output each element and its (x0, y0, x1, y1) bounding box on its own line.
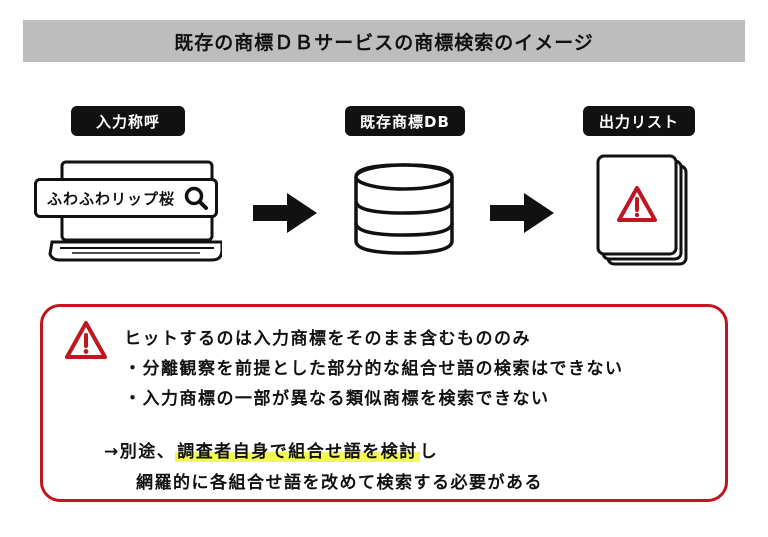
step-label-output: 出力リスト (583, 106, 695, 136)
documents-warning-icon (596, 154, 688, 266)
arrow-right-icon (253, 193, 317, 233)
notice-bullet-2: ・入力商標の一部が異なる類似商標を検索できない (124, 389, 550, 409)
step-label-input: 入力称呼 (71, 106, 185, 136)
search-input-text: ふわふわリップ桜 (47, 189, 176, 208)
conclusion-prefix: →別途、 (104, 442, 176, 462)
notice-conclusion-line-2: 網羅的に各組合せ語を改めて検索する必要がある (136, 473, 543, 493)
conclusion-highlight: 調査者自身で組合せ語を検討 (175, 442, 420, 462)
arrow-right-icon (490, 193, 554, 233)
database-icon (354, 163, 454, 255)
step-label-database: 既存商標DB (345, 106, 465, 136)
warning-icon (65, 321, 107, 359)
search-input: ふわふわリップ桜 (34, 178, 218, 218)
notice-box (40, 304, 728, 502)
search-icon (184, 186, 208, 210)
notice-conclusion: →別途、調査者自身で組合せ語を検討し (104, 437, 438, 462)
notice-bullet-1: ・分離観察を前提とした部分的な組合せ語の検索はできない (124, 359, 624, 379)
notice-heading: ヒットするのは入力商標をそのまま含むもののみ (124, 329, 531, 349)
conclusion-suffix: し (419, 442, 439, 462)
diagram-title: 既存の商標ＤＢサービスの商標検索のイメージ (23, 20, 745, 62)
